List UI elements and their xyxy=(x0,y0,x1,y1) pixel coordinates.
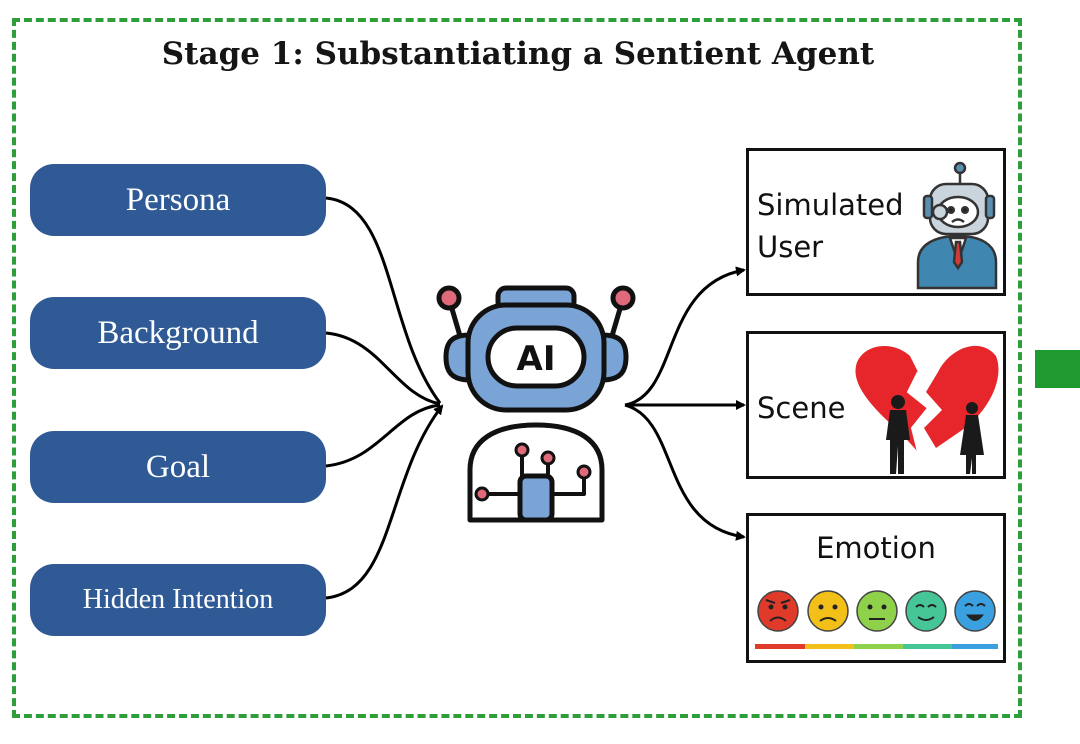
connector-emotion xyxy=(624,403,746,541)
output-emotion: Emotion xyxy=(746,513,1006,663)
silhouettes xyxy=(886,395,984,474)
diagram-title: Stage 1: Substantiating a Sentient Agent xyxy=(161,36,875,72)
ai-robot-icon xyxy=(436,285,636,523)
broken-heart-icon xyxy=(855,345,999,474)
connector-simulated-user xyxy=(624,266,746,407)
emotion-face-angry-icon xyxy=(757,590,799,632)
connector-goal xyxy=(325,403,441,468)
next-stage-arrow-stub xyxy=(1035,350,1080,388)
connector-persona xyxy=(325,196,442,404)
emotion-face-content-icon xyxy=(905,590,947,632)
connector-hidden-intention xyxy=(325,404,444,600)
input-connectors xyxy=(325,196,444,600)
scene-label: Scene xyxy=(757,391,846,425)
input-background: Background xyxy=(30,297,326,369)
stage-frame xyxy=(12,18,1022,718)
emotion-face-happy-icon xyxy=(954,590,996,632)
simulated-user-line1: Simulated xyxy=(757,188,904,222)
emotion-label: Emotion xyxy=(816,531,936,565)
output-connectors xyxy=(624,266,746,541)
simulated-user-line2: User xyxy=(757,230,824,264)
emotion-scale-bar xyxy=(755,644,998,649)
worried-robot-icon xyxy=(916,161,998,290)
connector-background xyxy=(325,331,441,406)
input-hidden-intention: Hidden Intention xyxy=(30,564,326,636)
emotion-face-sad-icon xyxy=(807,590,849,632)
input-goal: Goal xyxy=(30,431,326,503)
ai-badge: AI xyxy=(517,339,556,379)
input-persona: Persona xyxy=(30,164,326,236)
emotion-face-icons xyxy=(757,590,996,632)
emotion-face-neutral-icon xyxy=(856,590,898,632)
